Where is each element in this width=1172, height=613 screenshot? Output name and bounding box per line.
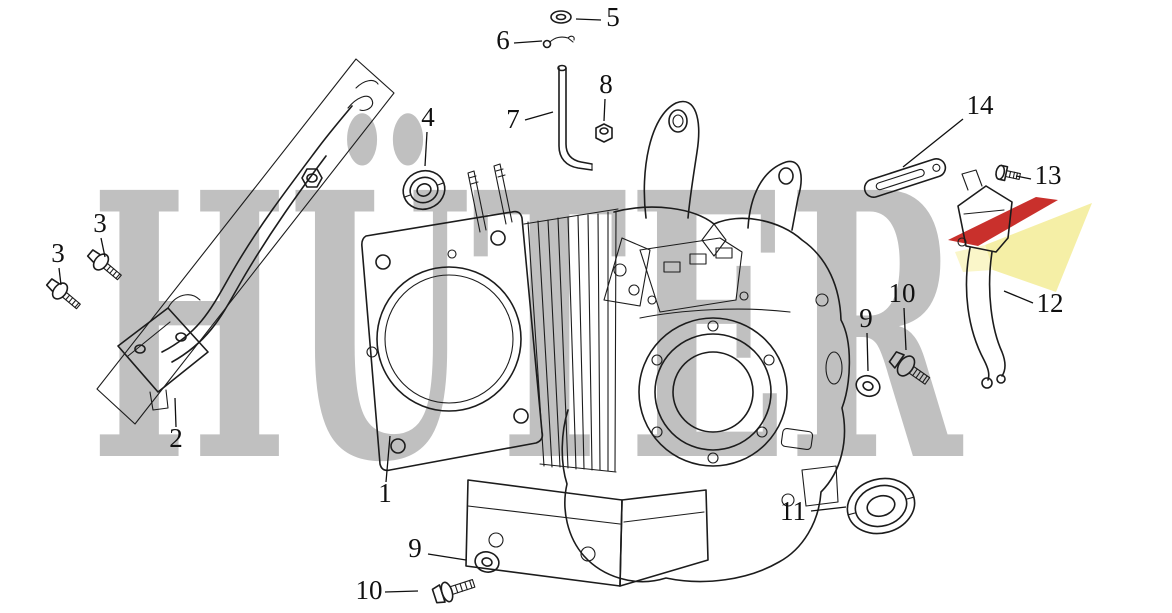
watermark: HÜTER [90, 108, 1092, 543]
callout-leader [1015, 175, 1032, 180]
engine-line-art [45, 10, 1021, 604]
callout-leader [427, 553, 467, 561]
bolt-icon [45, 278, 81, 310]
part-washer [474, 551, 500, 573]
part-clip [550, 10, 572, 24]
callout-label-1: 1 [378, 478, 392, 508]
callout-label-9: 9 [859, 303, 873, 333]
callout-leader [1003, 290, 1034, 304]
callout-leader [385, 435, 391, 483]
watermark-text: HÜTER [90, 108, 965, 543]
part-wire-sensor [957, 169, 1013, 389]
callout-leader [100, 237, 106, 258]
part-oil-sensor-assembly [96, 58, 395, 425]
callout-leader [58, 267, 62, 286]
callout-leader [810, 506, 847, 512]
callout-leader [902, 118, 964, 168]
callout-leader [384, 590, 419, 593]
bolt-icon [995, 164, 1021, 182]
nut-icon [301, 168, 323, 188]
part-tube [557, 64, 593, 171]
callout-label-3: 3 [93, 208, 107, 238]
callout-leader [603, 98, 606, 122]
part-nut [595, 123, 613, 143]
callout-leader [424, 131, 428, 167]
callout-leader [524, 111, 554, 121]
callout-label-11: 11 [780, 496, 806, 526]
callout-label-7: 7 [506, 104, 520, 134]
callout-label-5: 5 [606, 2, 620, 32]
part-cotter-pin [542, 35, 575, 49]
part-washer [855, 374, 881, 398]
callout-leader [866, 332, 869, 372]
callout-label-10: 10 [889, 278, 916, 308]
callout-leader [903, 307, 907, 351]
part-crankcase [465, 100, 851, 587]
part-bracket [863, 158, 947, 198]
callout-label-2: 2 [169, 423, 183, 453]
logo-yellow-flag-small [955, 245, 993, 272]
bolt-icon [888, 351, 931, 385]
callout-label-3: 3 [51, 238, 65, 268]
part-cylinder-block [361, 163, 619, 473]
callout-leader [575, 18, 602, 21]
callout-label-10: 10 [356, 575, 383, 605]
logo-red-stripe [948, 197, 1058, 246]
callout-label-8: 8 [599, 69, 613, 99]
callout-label-9: 9 [408, 533, 422, 563]
logo-yellow-flag [985, 203, 1092, 292]
callout-leader [174, 397, 177, 428]
callout-label-4: 4 [421, 102, 435, 132]
callout-label-6: 6 [496, 25, 510, 55]
callout-label-13: 13 [1035, 160, 1062, 190]
callout-label-14: 14 [967, 90, 995, 120]
bolt-icon [86, 249, 122, 281]
callout-leader [513, 40, 543, 44]
bolt-icon [431, 578, 476, 604]
callout-label-12: 12 [1037, 288, 1064, 318]
part-oil-seal [846, 477, 916, 535]
part-bearing [402, 169, 446, 211]
